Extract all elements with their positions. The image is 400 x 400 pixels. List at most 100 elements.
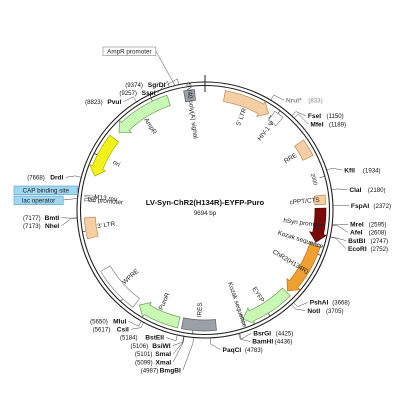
site-csii[interactable]: CsiI(5617): [93, 322, 144, 333]
site-leader: [291, 111, 297, 117]
site-leader: [337, 188, 348, 191]
site-leader: [332, 225, 339, 227]
site-position: (7173): [23, 223, 41, 230]
site-name: XmaI: [155, 359, 171, 366]
site-name: ClaI: [349, 187, 361, 194]
site-position: (7177): [23, 215, 41, 222]
site-leader: [172, 342, 184, 363]
site-fspai[interactable]: FspAI (2372): [332, 203, 391, 210]
site-name: BmgBI: [160, 367, 181, 374]
feature-puror: [138, 301, 181, 329]
site-mfei[interactable]: MfeI(1189): [293, 113, 346, 128]
feature-kozak-sequence: [239, 313, 246, 326]
feature-hsyn-promoter: [309, 207, 328, 243]
site-leader: [240, 339, 251, 342]
site-position: (4436): [275, 339, 293, 346]
site-name: SgrDI: [148, 82, 166, 89]
site-bsiwi[interactable]: BsiWI(5106): [130, 336, 184, 350]
site-pvui[interactable]: PvuI(8823): [85, 96, 137, 106]
site-name: MfeI: [310, 121, 323, 128]
site-leader: [175, 334, 178, 341]
box-text: AmpR promoter: [107, 48, 151, 55]
site-name: NruI*: [286, 97, 302, 104]
site-name: BsiWI: [152, 343, 170, 350]
site-name: DrdI: [50, 175, 63, 182]
boxed-label-ampr-promoter: AmpR promoter: [102, 46, 176, 86]
site-bsrgi[interactable]: BsrGI (4425): [239, 330, 294, 340]
feature-label-rre: RRE: [283, 152, 298, 165]
site-position: (1934): [363, 167, 381, 174]
box-frame: [13, 195, 64, 205]
site-kfli[interactable]: KflI(1934): [326, 167, 381, 174]
feature-5-ltr: [223, 90, 270, 117]
site-clai[interactable]: ClaI(2180): [331, 187, 386, 194]
site-position: (8823): [85, 99, 103, 106]
site-leader: [291, 304, 296, 310]
tick-mark: [319, 175, 325, 179]
site-leader: [192, 337, 194, 344]
site-pshai[interactable]: PshAI(3668): [293, 300, 350, 307]
feature-m13-rev: [84, 194, 97, 199]
feature-label-sv40-poly-a-signal: SV40 poly(A) signal: [184, 83, 198, 140]
site-leader: [273, 94, 284, 101]
site-nhei[interactable]: NheI (7173): [23, 217, 78, 230]
site-bstbi[interactable]: BstBI(2747): [330, 236, 389, 245]
site-fsei[interactable]: FseI(1150): [291, 111, 344, 121]
site-mrei[interactable]: MreI(2595): [332, 221, 386, 228]
site-leader: [338, 223, 349, 226]
site-position: (5617): [93, 326, 111, 333]
site-position: (4425): [276, 330, 294, 337]
site-bmgbi[interactable]: BmgBI(4987): [141, 337, 194, 374]
site-position: (5099): [135, 359, 153, 366]
site-noti[interactable]: NotI(3705): [291, 304, 344, 315]
site-position: (833): [308, 97, 322, 104]
site-position: (5184): [120, 335, 138, 342]
feature-label-eyfp: EYFP: [250, 286, 265, 304]
site-name: BsrGI: [253, 330, 271, 337]
plasmid-name: LV-Syn-ChR2(H134R)-EYFP-Puro: [146, 198, 265, 207]
box-leader: [63, 198, 78, 201]
site-sspi[interactable]: SspI(9257): [119, 81, 170, 97]
site-position: (2372): [373, 203, 391, 210]
site-leader: [177, 78, 179, 85]
site-nrui[interactable]: NruI* (833): [270, 94, 323, 104]
site-ecori[interactable]: EcoRI(2752): [330, 236, 388, 253]
site-name: FspAI: [351, 203, 369, 210]
site-bamhi[interactable]: BamHI(4436): [238, 333, 293, 346]
site-position: (9257): [119, 90, 137, 97]
site-sgrdi[interactable]: SgrDI(9374): [125, 78, 179, 89]
site-drdi[interactable]: DrdI (7668): [27, 175, 82, 182]
site-position: (2747): [371, 238, 389, 245]
box-frame: [13, 185, 78, 195]
box-frame: [102, 46, 157, 56]
site-leader: [172, 341, 183, 346]
feature-lac-promoter: [83, 197, 96, 202]
feature-chr2-h134r: [286, 243, 321, 292]
site-leader: [165, 337, 177, 342]
site-name: NheI: [45, 223, 59, 230]
site-paqci[interactable]: PaqCI(4783): [210, 337, 263, 354]
feature-label-lac-promoter: lac promoter: [87, 196, 124, 206]
feature-label-5-ltr: 5' LTR: [235, 107, 248, 127]
feature-hiv-1: [268, 110, 284, 127]
site-name: MluI: [113, 318, 126, 325]
site-leader: [239, 333, 242, 340]
site-position: (2752): [370, 246, 388, 253]
site-mlui[interactable]: MluI(5650): [90, 318, 142, 327]
site-afei[interactable]: AfeI(2608): [332, 225, 386, 237]
tick-label: 2000: [309, 173, 318, 186]
box-text: lac operator: [22, 197, 55, 204]
site-name: SmaI: [155, 351, 171, 358]
site-bsteii[interactable]: BstEII(5184): [120, 334, 178, 342]
site-leader: [133, 96, 137, 102]
feature-label-puror: PuroR: [158, 291, 172, 311]
site-xmai[interactable]: XmaI(5099): [135, 336, 185, 366]
site-name: AfeI: [350, 230, 363, 237]
site-position: (7668): [27, 175, 45, 182]
site-bmti[interactable]: BmtI(7177): [23, 215, 78, 222]
feature-kozak-sequence: [309, 241, 322, 248]
restriction-sites: NruI* (833) FseI(1150)MfeI(1189) KflI(1934)…: [23, 78, 391, 374]
site-leader: [293, 302, 298, 307]
site-leader: [238, 333, 241, 340]
feature-label-ori: ori: [112, 159, 122, 168]
